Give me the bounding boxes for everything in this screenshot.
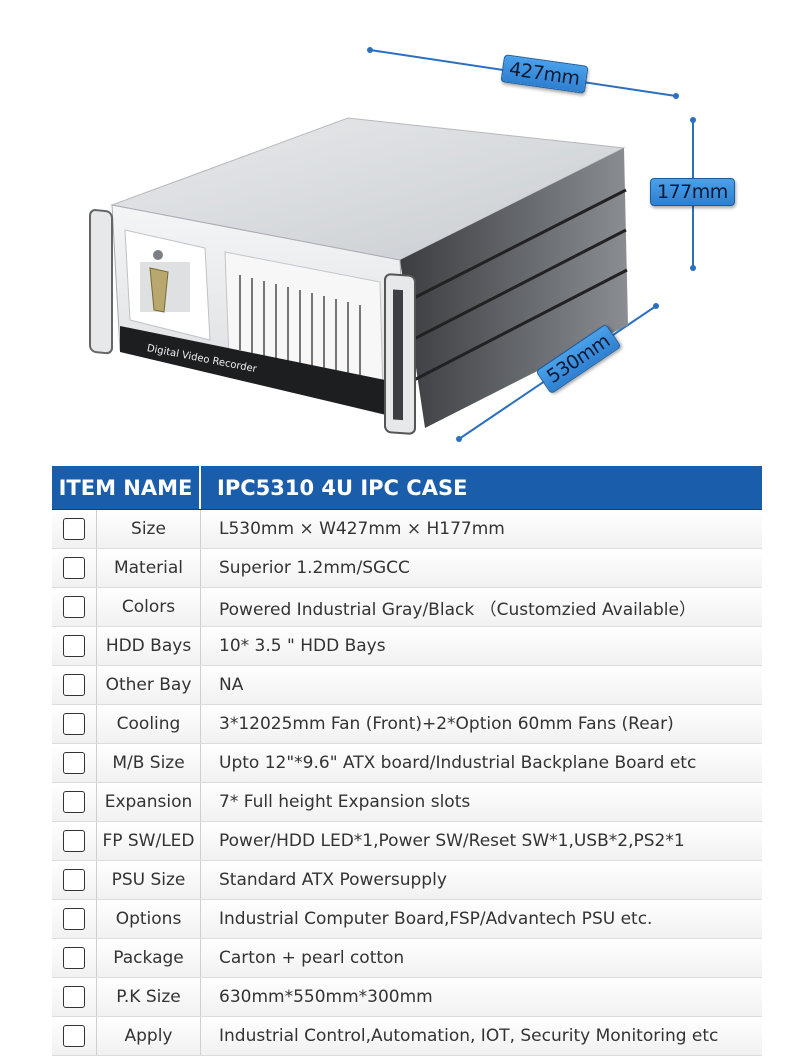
spec-table-header: ITEM NAME IPC5310 4U IPC CASE — [52, 466, 762, 510]
folder-icon — [63, 908, 85, 930]
sliders-icon — [63, 791, 85, 813]
spec-value: 630mm*550mm*300mm — [219, 987, 433, 1007]
spec-value: Superior 1.2mm/SGCC — [219, 558, 410, 578]
spec-value: Carton + pearl cotton — [219, 948, 405, 968]
plug-icon — [63, 869, 85, 891]
spec-row: Other Bay NA — [52, 666, 762, 705]
spec-value: 3*12025mm Fan (Front)+2*Option 60mm Fans… — [219, 714, 674, 734]
spec-row: PSU Size Standard ATX Powersupply — [52, 861, 762, 900]
height-dimension-label: 177mm — [650, 178, 735, 206]
material-icon — [63, 557, 85, 579]
spec-value: Power/HDD LED*1,Power SW/Reset SW*1,USB*… — [219, 831, 685, 851]
spec-value: Powered Industrial Gray/Black （Customzie… — [219, 599, 696, 620]
case-illustration — [89, 47, 696, 442]
package-icon — [63, 947, 85, 969]
spec-name: HDD Bays — [97, 627, 201, 665]
spec-row: Expansion 7* Full height Expansion slots — [52, 783, 762, 822]
spec-value: NA — [219, 675, 244, 695]
spec-name: Material — [97, 549, 201, 587]
spec-name: Size — [97, 510, 201, 548]
spec-value: Upto 12"*9.6" ATX board/Industrial Backp… — [219, 753, 697, 773]
spec-name: M/B Size — [97, 744, 201, 782]
monitor-icon — [63, 830, 85, 852]
header-product-name: IPC5310 4U IPC CASE — [217, 475, 468, 500]
palette-icon — [63, 596, 85, 618]
hdd-icon — [63, 635, 85, 657]
spec-row: Colors Powered Industrial Gray/Black （Cus… — [52, 588, 762, 627]
spec-name: P.K Size — [97, 978, 201, 1016]
spec-value: 7* Full height Expansion slots — [219, 792, 471, 812]
spec-row: Package Carton + pearl cotton — [52, 939, 762, 978]
spec-value: Industrial Computer Board,FSP/Advantech … — [219, 909, 653, 929]
spec-name: Apply — [97, 1017, 201, 1055]
spec-name: Colors — [97, 588, 201, 626]
board-icon — [63, 752, 85, 774]
spec-name: Expansion — [97, 783, 201, 821]
spec-row: Apply Industrial Control,Automation, IOT,… — [52, 1017, 762, 1056]
spec-name: Options — [97, 900, 201, 938]
spec-value: L530mm × W427mm × H177mm — [219, 519, 505, 539]
spec-row: Options Industrial Computer Board,FSP/Adv… — [52, 900, 762, 939]
fan-icon — [63, 713, 85, 735]
spec-name: Other Bay — [97, 666, 201, 704]
spec-name: Package — [97, 939, 201, 977]
phone-icon — [63, 674, 85, 696]
header-item-name: ITEM NAME — [52, 466, 201, 509]
spec-name: FP SW/LED — [97, 822, 201, 860]
ruler-icon — [63, 986, 85, 1008]
spec-row: M/B Size Upto 12"*9.6" ATX board/Industri… — [52, 744, 762, 783]
spec-row: Material Superior 1.2mm/SGCC — [52, 549, 762, 588]
spec-row: P.K Size 630mm*550mm*300mm — [52, 978, 762, 1017]
spec-row: FP SW/LED Power/HDD LED*1,Power SW/Reset … — [52, 822, 762, 861]
product-image: 427mm 177mm 530mm Digital Video Recorder — [0, 0, 800, 455]
spec-value: Industrial Control,Automation, IOT, Secu… — [219, 1026, 719, 1046]
size-icon — [63, 518, 85, 540]
spec-value: 10* 3.5 " HDD Bays — [219, 636, 386, 656]
spec-row: Cooling 3*12025mm Fan (Front)+2*Option 60… — [52, 705, 762, 744]
target-icon — [63, 1025, 85, 1047]
spec-table: ITEM NAME IPC5310 4U IPC CASE Size L530mm… — [52, 466, 762, 1056]
spec-row: HDD Bays 10* 3.5 " HDD Bays — [52, 627, 762, 666]
spec-row: Size L530mm × W427mm × H177mm — [52, 510, 762, 549]
spec-name: Cooling — [97, 705, 201, 743]
spec-name: PSU Size — [97, 861, 201, 899]
spec-value: Standard ATX Powersupply — [219, 870, 447, 890]
